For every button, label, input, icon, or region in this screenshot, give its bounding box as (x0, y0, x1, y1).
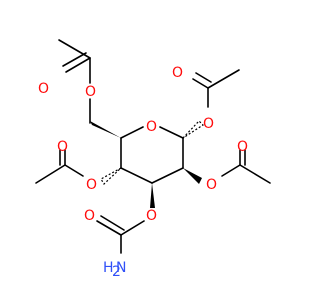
bond-o-acyl-c2 (221, 164, 241, 177)
atom-o-ring: O (146, 119, 157, 135)
bond-acyl-carbonyl-c6 (65, 57, 91, 73)
atom-o-c2-carbonyl: O (237, 139, 248, 155)
bond-acyl-methyl-c1 (207, 69, 240, 89)
wedge-c5-c6 (90, 121, 121, 138)
bond-acyl-carbonyl-c6-b (62, 52, 87, 67)
bond-o-carbamate-c (120, 220, 145, 236)
bond-c3-c4 (120, 167, 153, 184)
atom-o-carbamate-ester: O (146, 208, 157, 224)
structure-canvas: O O O O O O O O O O O H 2 N (35, 39, 271, 280)
bond-carbamate-carbonyl-b (100, 215, 125, 231)
atom-n-amine-subscript: 2 (112, 264, 121, 280)
atom-n-amine-hydrogen: H (103, 260, 114, 276)
bond-carbamate-carbonyl (96, 220, 122, 236)
bond-acyl-methyl-c2 (239, 164, 271, 184)
atom-o-c1-carbonyl: O (172, 65, 183, 81)
atom-o-c4-ester: O (86, 177, 97, 193)
bond-c5-oring (120, 126, 144, 139)
atom-o-c1-ester: O (203, 116, 214, 132)
bond-acyl-carbonyl-c1 (192, 78, 209, 89)
wedge-c3-o (150, 183, 155, 208)
wedge-c2-o (183, 168, 202, 184)
atom-o-c6-carbonyl: O (38, 81, 49, 97)
bond-o-acyl-c4 (64, 164, 84, 177)
atom-n-amine: N (116, 260, 126, 276)
atom-o-c2-ester: O (206, 177, 217, 193)
atom-o-c6-ester: O (85, 84, 96, 100)
bond-acyl-methyl-c6 (58, 39, 91, 59)
bond-acyl-methyl-c4 (35, 164, 66, 184)
molecule-structure: O O O O O O O O O O O H 2 N (35, 39, 271, 280)
hash-c4-o (100, 167, 122, 185)
bond-c2-c3 (151, 167, 184, 184)
bond-acyl-carbonyl-c1-b (195, 72, 212, 83)
wedge-c1-o (182, 120, 204, 139)
bond-oring-c1 (159, 126, 184, 139)
atom-o-carbamate-carbonyl: O (84, 208, 95, 224)
atom-o-c4-carbonyl: O (57, 139, 68, 155)
